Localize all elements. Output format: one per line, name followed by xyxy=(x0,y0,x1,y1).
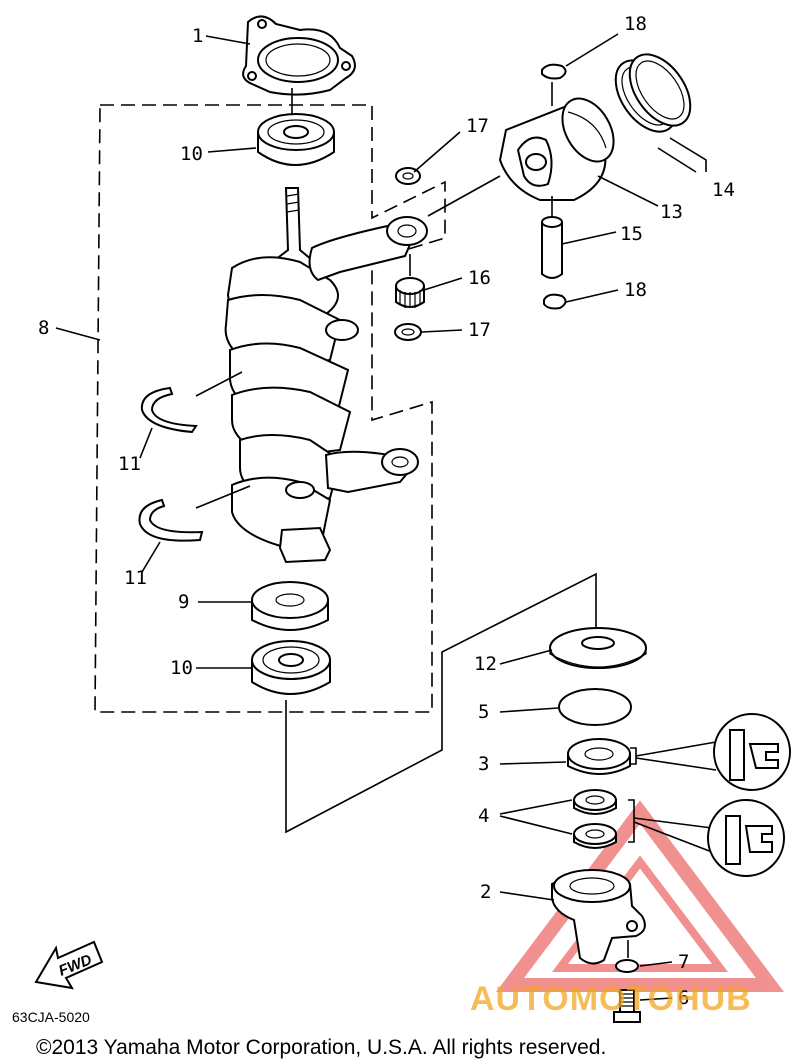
part-13-piston xyxy=(498,97,615,201)
seal-detail-upper xyxy=(713,713,791,791)
part-3-oil-seal xyxy=(567,738,631,775)
callout-13: 13 xyxy=(660,201,683,223)
callout-6: 6 xyxy=(678,987,689,1009)
part-8-crankshaft xyxy=(224,187,428,564)
part-14-piston-rings xyxy=(614,53,692,133)
part-16-needle-bearing xyxy=(395,277,425,308)
part-4-upper-seal xyxy=(573,789,617,815)
diagram-code: 63CJA-5020 xyxy=(12,1009,90,1025)
part-11-lower-clip xyxy=(138,498,204,542)
callout-5: 5 xyxy=(478,701,489,723)
callout-4: 4 xyxy=(478,805,489,827)
callout-17-upper: 17 xyxy=(466,115,489,137)
part-4-lower-seal xyxy=(573,823,617,849)
callout-11-upper: 11 xyxy=(118,453,141,475)
part-5-o-ring xyxy=(558,688,632,726)
callout-18-upper: 18 xyxy=(624,13,647,35)
callout-11-lower: 11 xyxy=(124,567,147,589)
part-10-lower-bearing xyxy=(251,640,331,695)
part-1-housing-plate xyxy=(242,15,356,96)
callout-7: 7 xyxy=(678,951,689,973)
callout-10-upper: 10 xyxy=(180,143,203,165)
part-18-upper-clip xyxy=(541,63,567,80)
part-17-lower-washer xyxy=(394,323,422,341)
part-15-piston-pin xyxy=(541,216,563,279)
fwd-arrow-icon: FWD xyxy=(34,940,104,990)
part-12-washer xyxy=(549,627,647,669)
callout-10-lower: 10 xyxy=(170,657,193,679)
callout-14: 14 xyxy=(712,179,735,201)
copyright-notice: ©2013 Yamaha Motor Corporation, U.S.A. A… xyxy=(36,1036,606,1059)
part-10-upper-bearing xyxy=(257,113,335,166)
part-2-lower-housing xyxy=(551,869,646,965)
callout-16: 16 xyxy=(468,267,491,289)
watermark-text: AUTOMOTOHUB xyxy=(470,980,752,1018)
seal-detail-lower xyxy=(707,799,785,877)
callout-9: 9 xyxy=(178,591,189,613)
part-18-lower-clip xyxy=(543,293,567,310)
callout-18-lower: 18 xyxy=(624,279,647,301)
callout-2: 2 xyxy=(480,881,491,903)
callout-1: 1 xyxy=(192,25,203,47)
callout-8: 8 xyxy=(38,317,49,339)
callout-17-lower: 17 xyxy=(468,319,491,341)
callout-15: 15 xyxy=(620,223,643,245)
callout-3: 3 xyxy=(478,753,489,775)
callout-12: 12 xyxy=(474,653,497,675)
part-9-seal xyxy=(251,581,329,631)
part-6-bolt xyxy=(613,989,641,1023)
part-7-washer xyxy=(615,959,639,973)
part-11-upper-clip xyxy=(140,386,198,434)
